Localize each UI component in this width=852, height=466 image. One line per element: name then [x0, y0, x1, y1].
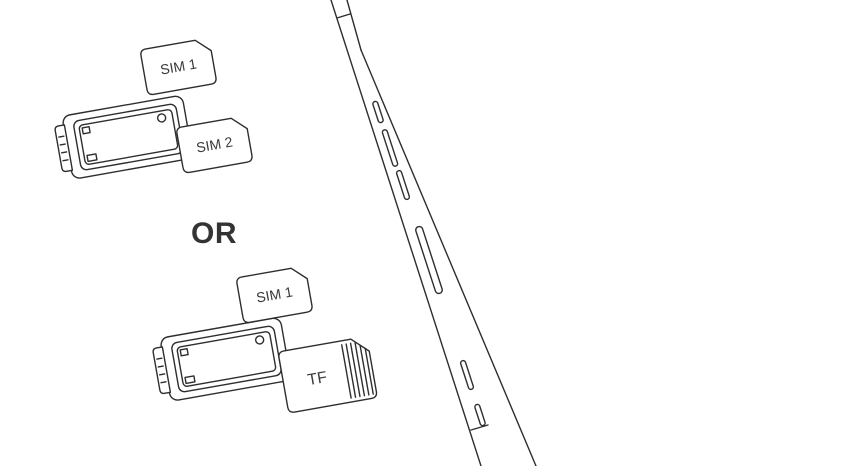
tray-inner-slot	[171, 325, 282, 393]
tf-card-contacts	[341, 342, 374, 399]
option-a-group: SIM 2 SIM 1	[54, 39, 253, 179]
sim1-card-bottom-outline	[236, 267, 313, 324]
side-detail-mark-2	[474, 403, 486, 427]
volume-down-button-mark	[395, 169, 411, 201]
tray-tab-bottom	[86, 153, 98, 163]
tray-lip-hatches	[156, 357, 167, 384]
sim1-card-top-outline	[140, 39, 217, 96]
side-detail-mark-1	[459, 359, 475, 391]
tray-tab-bottom	[184, 375, 196, 385]
sim1-card-bottom-label: SIM 1	[255, 283, 294, 305]
sim1-card-top-label: SIM 1	[159, 55, 198, 77]
tray-pin-hole	[156, 113, 167, 123]
sim-slot-opening-mark	[415, 225, 443, 295]
tf-card-outline	[278, 338, 378, 413]
sim2-card-label: SIM 2	[195, 133, 234, 155]
sim2-card: SIM 2	[176, 117, 253, 174]
tray-pin-hole	[254, 335, 265, 345]
sim1-card-top: SIM 1	[140, 39, 217, 96]
tray-inner-slot-2	[176, 331, 277, 387]
phone-back-edge-line	[360, 49, 537, 466]
tray-inner-slot-2	[78, 109, 179, 165]
tray-tab-top	[81, 125, 91, 135]
phone-front-edge-line	[330, 0, 482, 466]
power-button-mark	[372, 100, 384, 124]
sim2-card-outline	[176, 117, 253, 174]
sim-tray-top	[54, 95, 193, 179]
tray-lip-hatches	[58, 135, 69, 162]
tf-card: TF	[278, 338, 378, 413]
antenna-band-tick-bottom	[470, 424, 489, 431]
tf-card-label: TF	[306, 369, 328, 389]
or-separator-label: OR	[191, 217, 237, 250]
phone-top-corner-line	[346, 0, 362, 51]
phone-side-edge	[330, 0, 537, 466]
antenna-band-tick-top	[336, 13, 351, 19]
sim1-card-bottom: SIM 1	[236, 267, 313, 324]
option-b-group: TF SIM 1	[152, 267, 378, 413]
volume-up-button-mark	[381, 129, 399, 167]
sim-tray-bottom	[152, 317, 291, 401]
tray-tab-top	[179, 347, 189, 357]
